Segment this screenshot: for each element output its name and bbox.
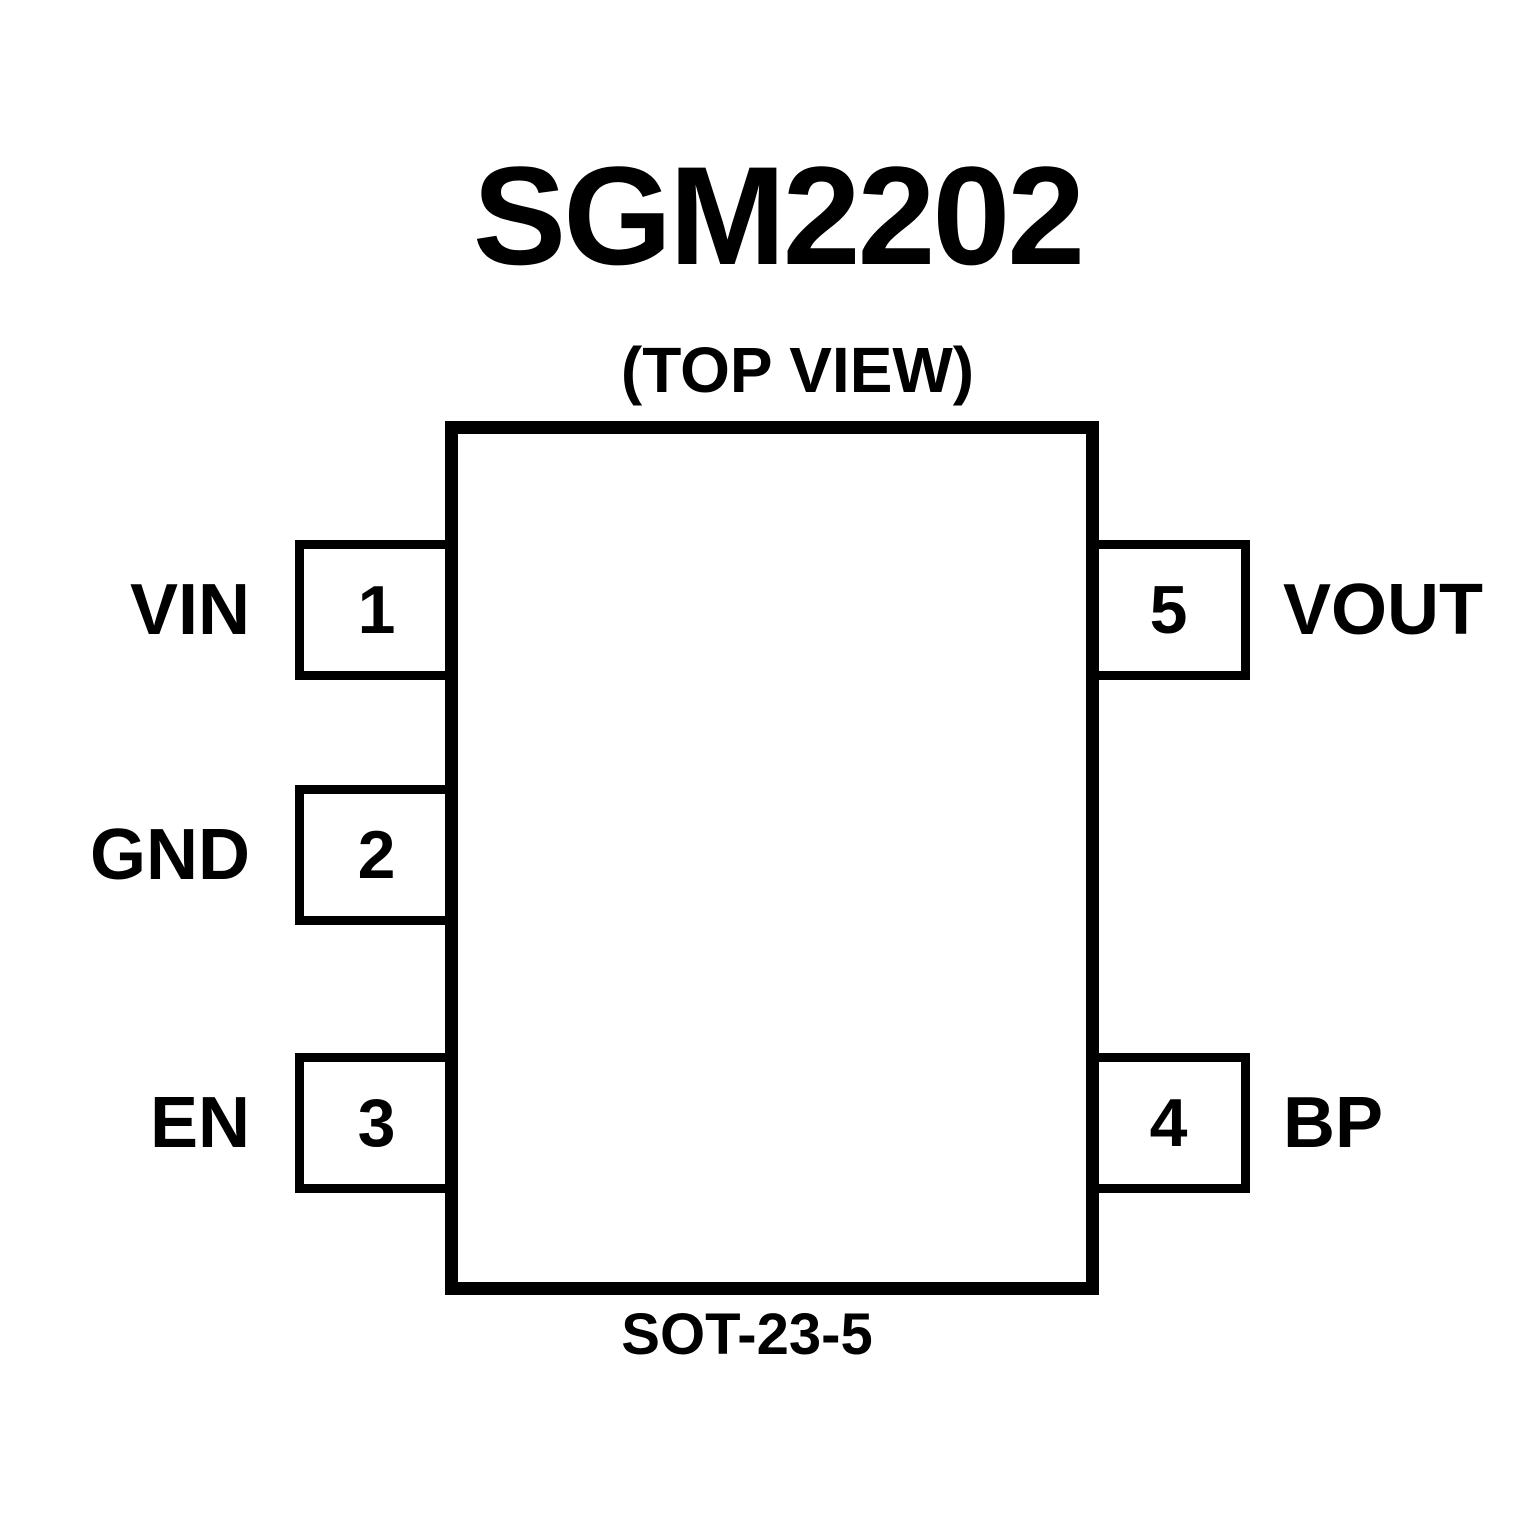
package-type-label: SOT-23-5	[621, 1302, 873, 1367]
top-view-label: (TOP VIEW)	[620, 334, 975, 406]
pin-name-vout: VOUT	[1283, 570, 1484, 650]
pin-number-3: 3	[357, 1085, 396, 1161]
pin-name-bp: BP	[1283, 1083, 1384, 1163]
pin-box-3: 3	[295, 1053, 458, 1193]
pin-name-vin: VIN	[129, 570, 250, 650]
pin-number-4: 4	[1149, 1085, 1188, 1161]
pin-box-2: 2	[295, 785, 458, 925]
chip-title: SGM2202	[472, 137, 1085, 294]
pin-box-1: 1	[295, 540, 458, 680]
ic-package-body	[445, 421, 1099, 1295]
pin-box-4: 4	[1087, 1053, 1250, 1193]
pin-name-en: EN	[149, 1083, 250, 1163]
pin-number-2: 2	[357, 817, 396, 893]
pin-number-1: 1	[357, 572, 396, 648]
pin-number-5: 5	[1149, 572, 1188, 648]
pin-box-5: 5	[1087, 540, 1250, 680]
pin-name-gnd: GND	[90, 815, 250, 895]
